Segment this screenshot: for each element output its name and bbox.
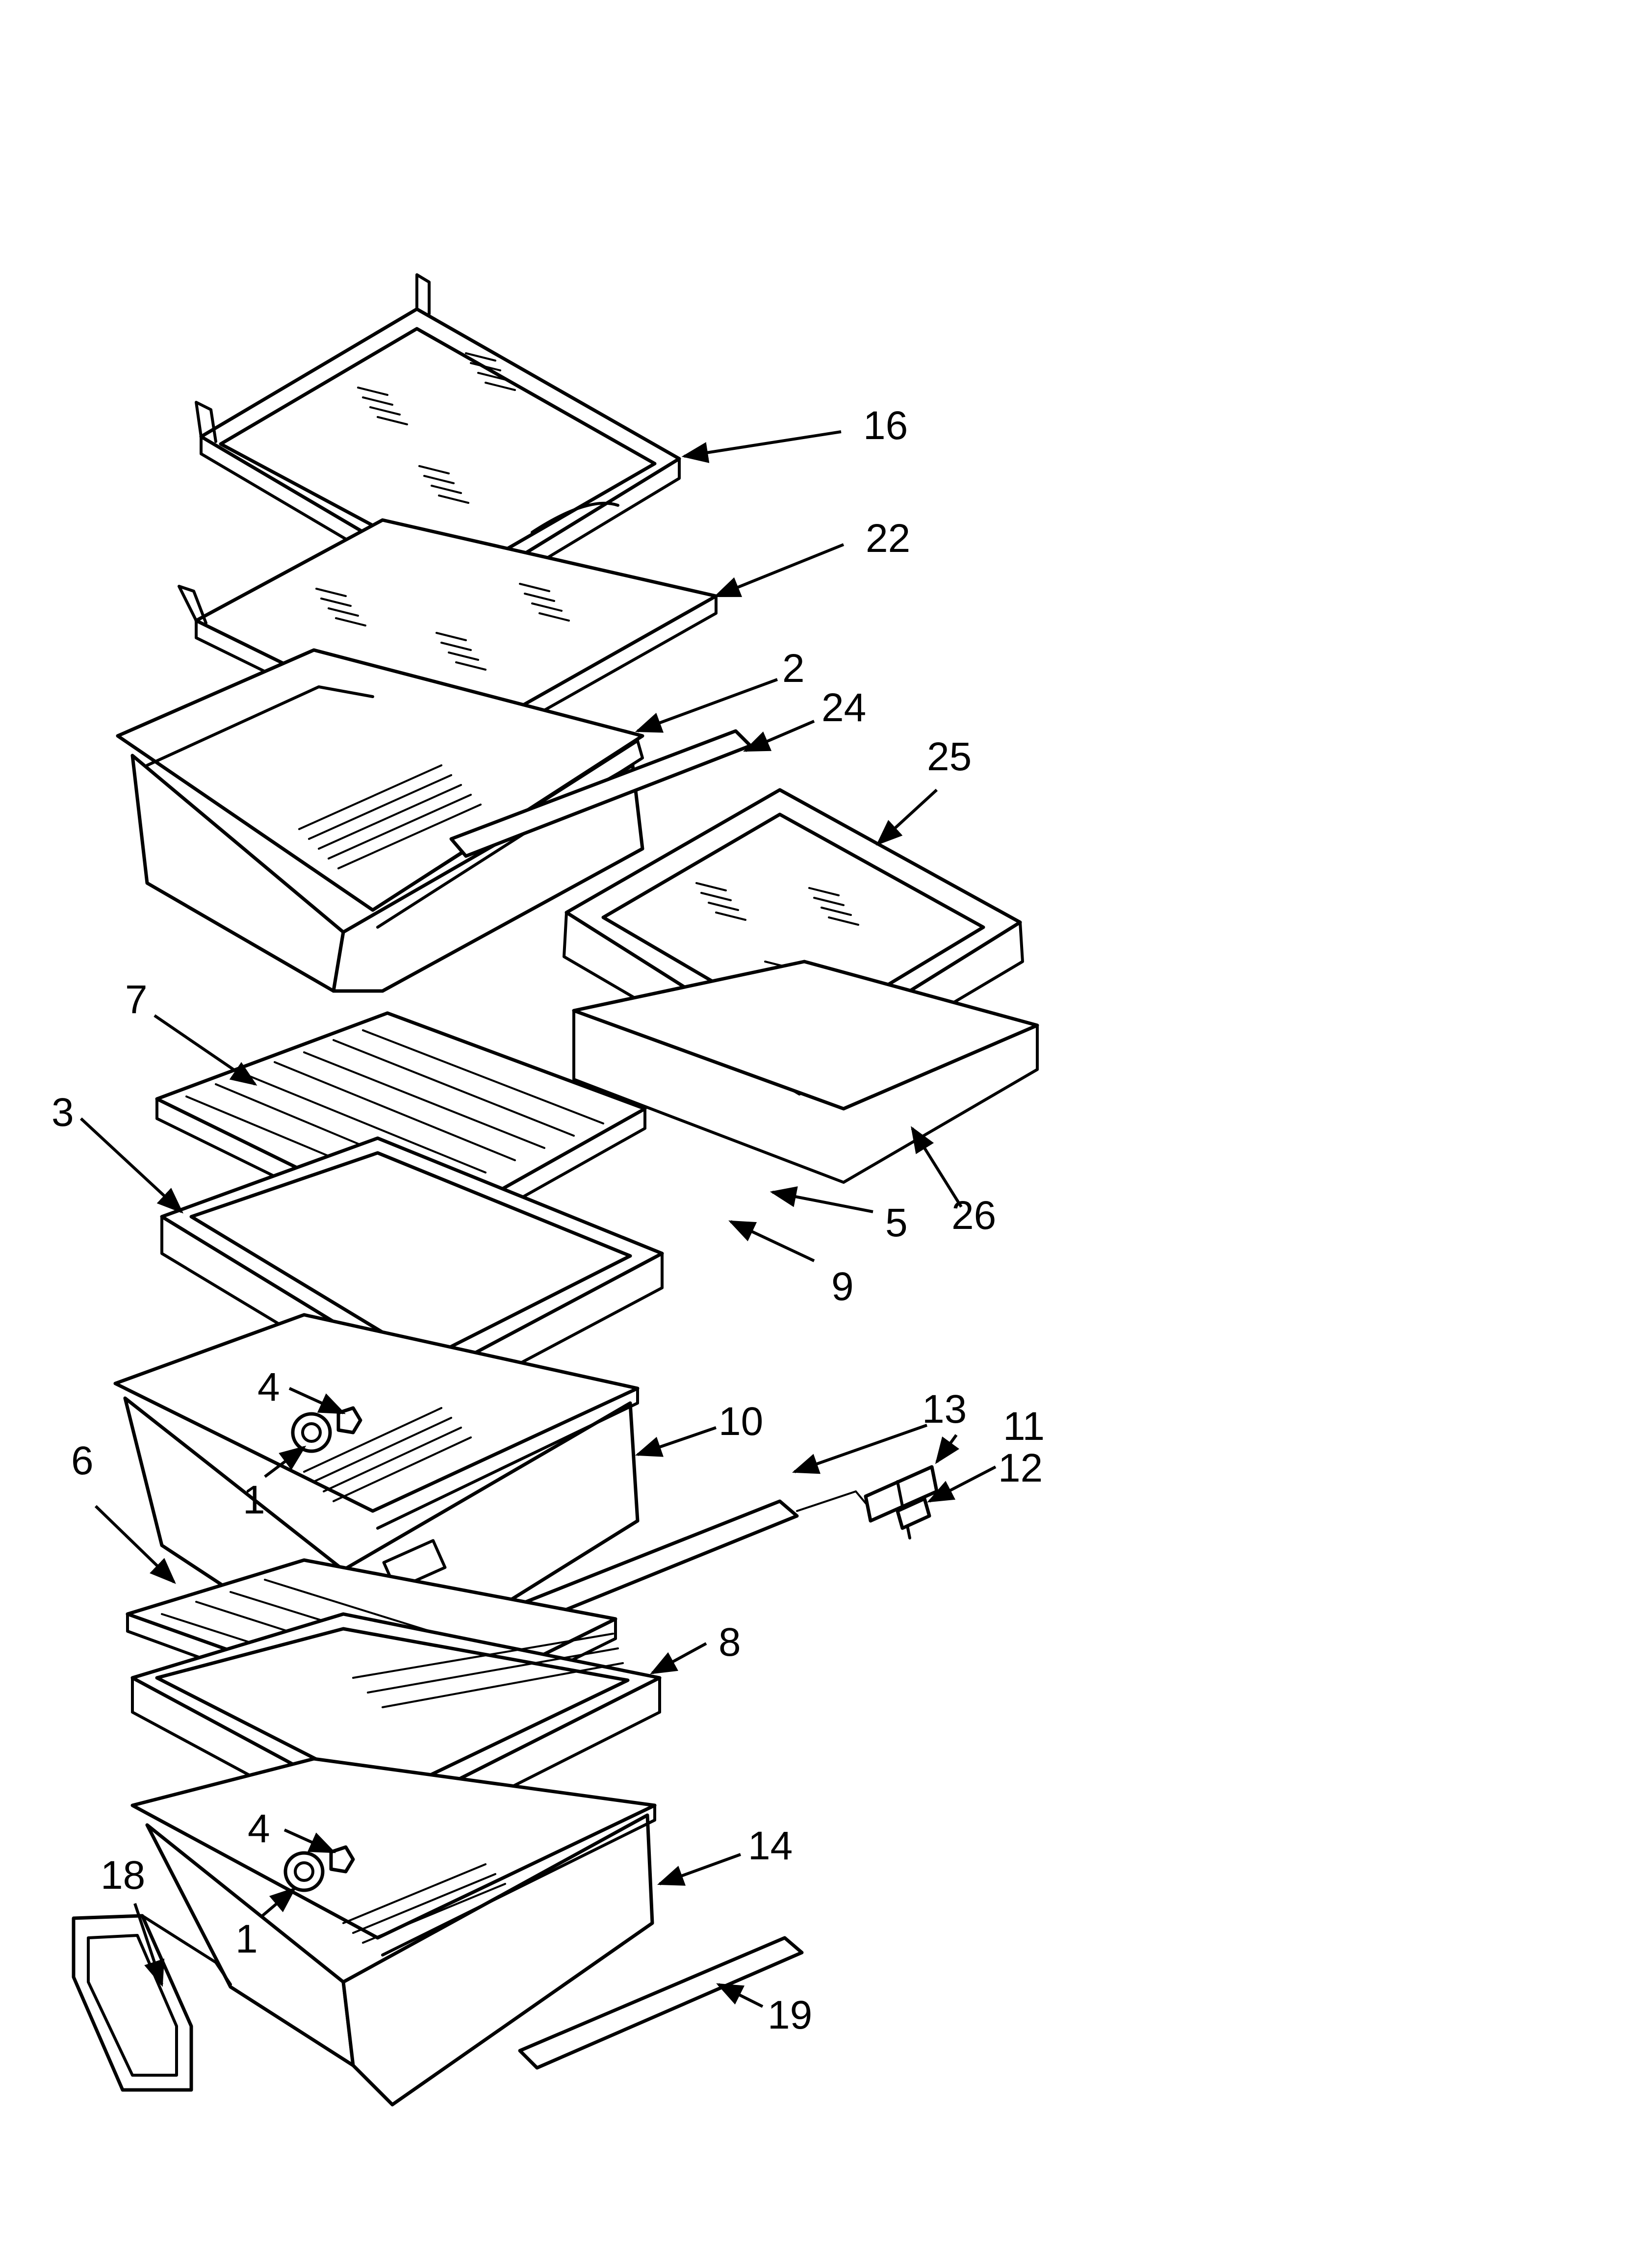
callout-4-upper: 4: [257, 1365, 280, 1409]
callout-18: 18: [101, 1853, 145, 1898]
callout-24: 24: [821, 685, 866, 730]
callout-3: 3: [51, 1090, 74, 1135]
cover-7: [155, 1011, 647, 1252]
callout-8: 8: [718, 1620, 741, 1665]
callout-26: 26: [951, 1193, 996, 1238]
callout-13: 13: [922, 1387, 967, 1432]
callout-19: 19: [768, 1993, 812, 2037]
callout-1-lower: 1: [235, 1917, 258, 1961]
callout-4-lower: 4: [248, 1806, 270, 1851]
callout-16: 16: [863, 403, 908, 448]
callout-5: 5: [885, 1200, 908, 1245]
callout-6: 6: [71, 1438, 94, 1483]
callout-9: 9: [831, 1264, 854, 1309]
callout-12: 12: [998, 1446, 1043, 1490]
label-holder-18: [72, 1914, 232, 2092]
callout-7: 7: [125, 977, 148, 1022]
crisper-upper: [116, 648, 644, 993]
roller-upper: [291, 1406, 362, 1453]
callout-11: 11: [1003, 1404, 1045, 1449]
callout-25: 25: [927, 734, 972, 779]
rail-19: [518, 1936, 804, 2070]
callout-14: 14: [748, 1824, 793, 1868]
callout-22: 22: [866, 516, 910, 561]
frame-26: [572, 960, 1039, 1184]
clip-12: [896, 1497, 931, 1539]
roller-lower: [283, 1845, 355, 1892]
crisper-14: [130, 1757, 657, 2107]
callout-1-upper: 1: [243, 1478, 265, 1522]
callout-2: 2: [782, 646, 805, 691]
leader-lines: [79, 430, 997, 2008]
callout-10: 10: [718, 1399, 763, 1444]
